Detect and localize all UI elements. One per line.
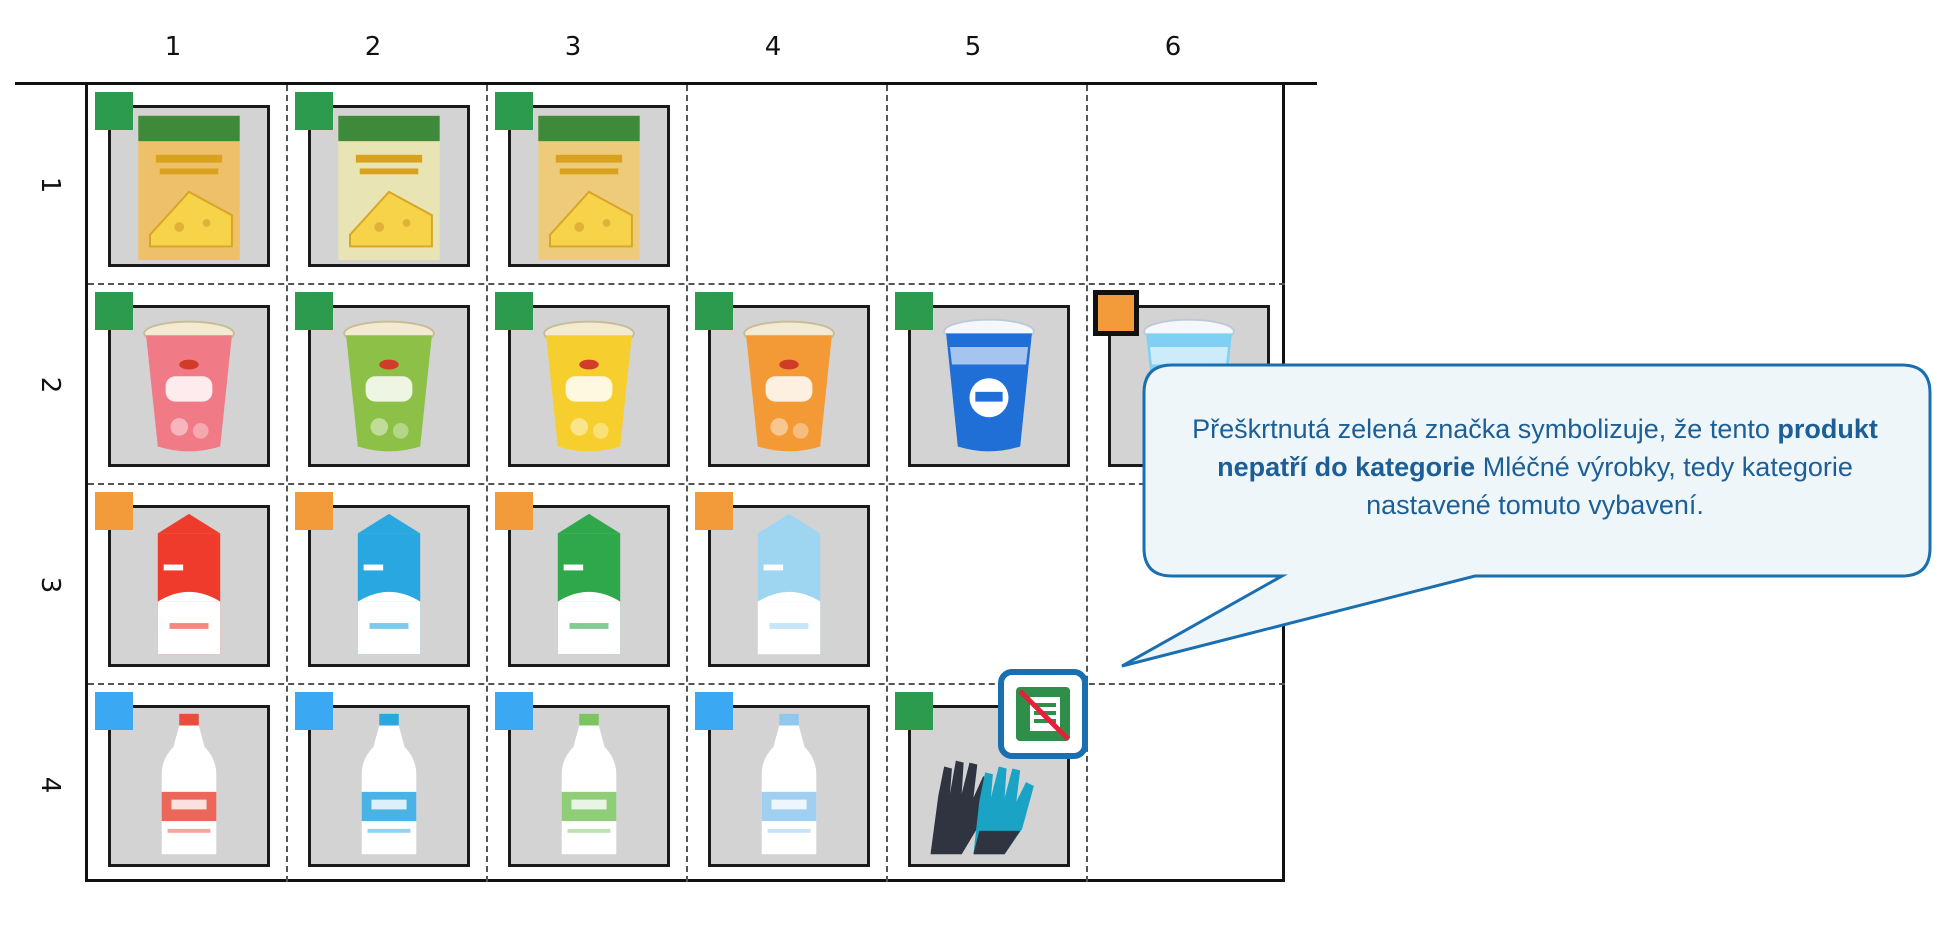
category-marker-green[interactable] [295,92,333,130]
row-label-3: 3 [35,576,65,594]
category-marker-green[interactable] [495,292,533,330]
shelf-cell-r4-c1[interactable] [88,685,288,885]
row-label-2: 2 [35,376,65,394]
category-marker-green[interactable] [295,292,333,330]
product-slot[interactable] [108,505,270,667]
callout-text-before: Přeškrtnutá zelená značka symbolizuje, ž… [1192,414,1770,444]
category-marker-orange[interactable] [95,492,133,530]
crossed-category-icon [1016,687,1070,741]
category-marker-green[interactable] [695,292,733,330]
shelf-cell-r1-c2[interactable] [288,85,488,285]
yogurt-cup-image [743,320,835,452]
product-slot[interactable] [308,305,470,467]
product-slot[interactable] [708,505,870,667]
category-marker-green[interactable] [495,92,533,130]
column-label-6: 6 [1164,32,1182,62]
product-slot[interactable] [708,305,870,467]
column-label-2: 2 [364,32,382,62]
row-divider [88,283,1285,285]
shelf-cell-r3-c4[interactable] [688,485,888,685]
shelf-cell-r4-c5[interactable] [888,669,1088,885]
category-marker-green[interactable] [895,292,933,330]
product-slot[interactable] [508,505,670,667]
category-marker-blue[interactable] [495,692,533,730]
category-marker-blue[interactable] [695,692,733,730]
cheese-package-image [538,115,640,261]
blue-yogurt-cup-image [943,318,1035,452]
category-marker-orange[interactable] [695,492,733,530]
row-divider [88,483,1285,485]
cheese-package-image [338,115,440,261]
shelf-cell-r2-c4[interactable] [688,285,888,485]
milk-carton-image [357,513,421,655]
callout-text-bold: produkt nepatří do kategorie [1217,414,1878,482]
shelf-cell-r3-c3[interactable] [488,485,688,685]
milk-carton-image [757,513,821,655]
column-label-3: 3 [564,32,582,62]
category-marker-green[interactable] [895,692,933,730]
row-label-1: 1 [35,176,65,194]
shelf-cell-r2-c5[interactable] [888,285,1088,485]
product-slot[interactable] [108,305,270,467]
category-marker-blue[interactable] [295,692,333,730]
category-marker-blue[interactable] [95,692,133,730]
column-label-5: 5 [964,32,982,62]
not-in-category-icon [998,669,1088,759]
cheese-package-image [138,115,240,261]
category-marker-orange[interactable] [295,492,333,530]
yogurt-cup-image [143,320,235,452]
product-slot[interactable] [108,105,270,267]
category-marker-orange-selected[interactable] [1093,290,1139,336]
row-divider [88,683,1285,685]
callout-text: Přeškrtnutá zelená značka symbolizuje, ž… [1160,410,1910,524]
milk-bottle-image [561,713,617,855]
column-label-1: 1 [164,32,182,62]
yogurt-cup-image [543,320,635,452]
product-slot[interactable] [308,105,470,267]
shelf-cell-r4-c4[interactable] [688,685,888,885]
gloves-image [930,760,1034,855]
product-slot[interactable] [508,705,670,867]
row-label-4: 4 [35,776,65,794]
shelf-cell-r2-c1[interactable] [88,285,288,485]
header-line [15,82,1317,85]
shelf-cell-r4-c2[interactable] [288,685,488,885]
shelf-cell-r1-c1[interactable] [88,85,288,285]
milk-carton-image [157,513,221,655]
milk-carton-image [557,513,621,655]
category-marker-orange[interactable] [495,492,533,530]
category-marker-green[interactable] [95,92,133,130]
product-slot[interactable] [908,305,1070,467]
yogurt-cup-image [343,320,435,452]
shelf-cell-r2-c2[interactable] [288,285,488,485]
category-marker-green[interactable] [95,292,133,330]
callout-text-after: Mléčné výrobky, tedy kategorie nastavené… [1366,452,1853,520]
column-label-4: 4 [764,32,782,62]
product-slot[interactable] [308,705,470,867]
milk-bottle-image [361,713,417,855]
shelf-cell-r1-c3[interactable] [488,85,688,285]
shelf-cell-r4-c3[interactable] [488,685,688,885]
product-slot[interactable] [308,505,470,667]
shelf-cell-r3-c2[interactable] [288,485,488,685]
shelf-cell-r3-c1[interactable] [88,485,288,685]
milk-bottle-image [761,713,817,855]
shelf-cell-r2-c3[interactable] [488,285,688,485]
product-slot[interactable] [108,705,270,867]
product-slot[interactable] [508,305,670,467]
product-slot[interactable] [508,105,670,267]
milk-bottle-image [161,713,217,855]
product-slot[interactable] [708,705,870,867]
